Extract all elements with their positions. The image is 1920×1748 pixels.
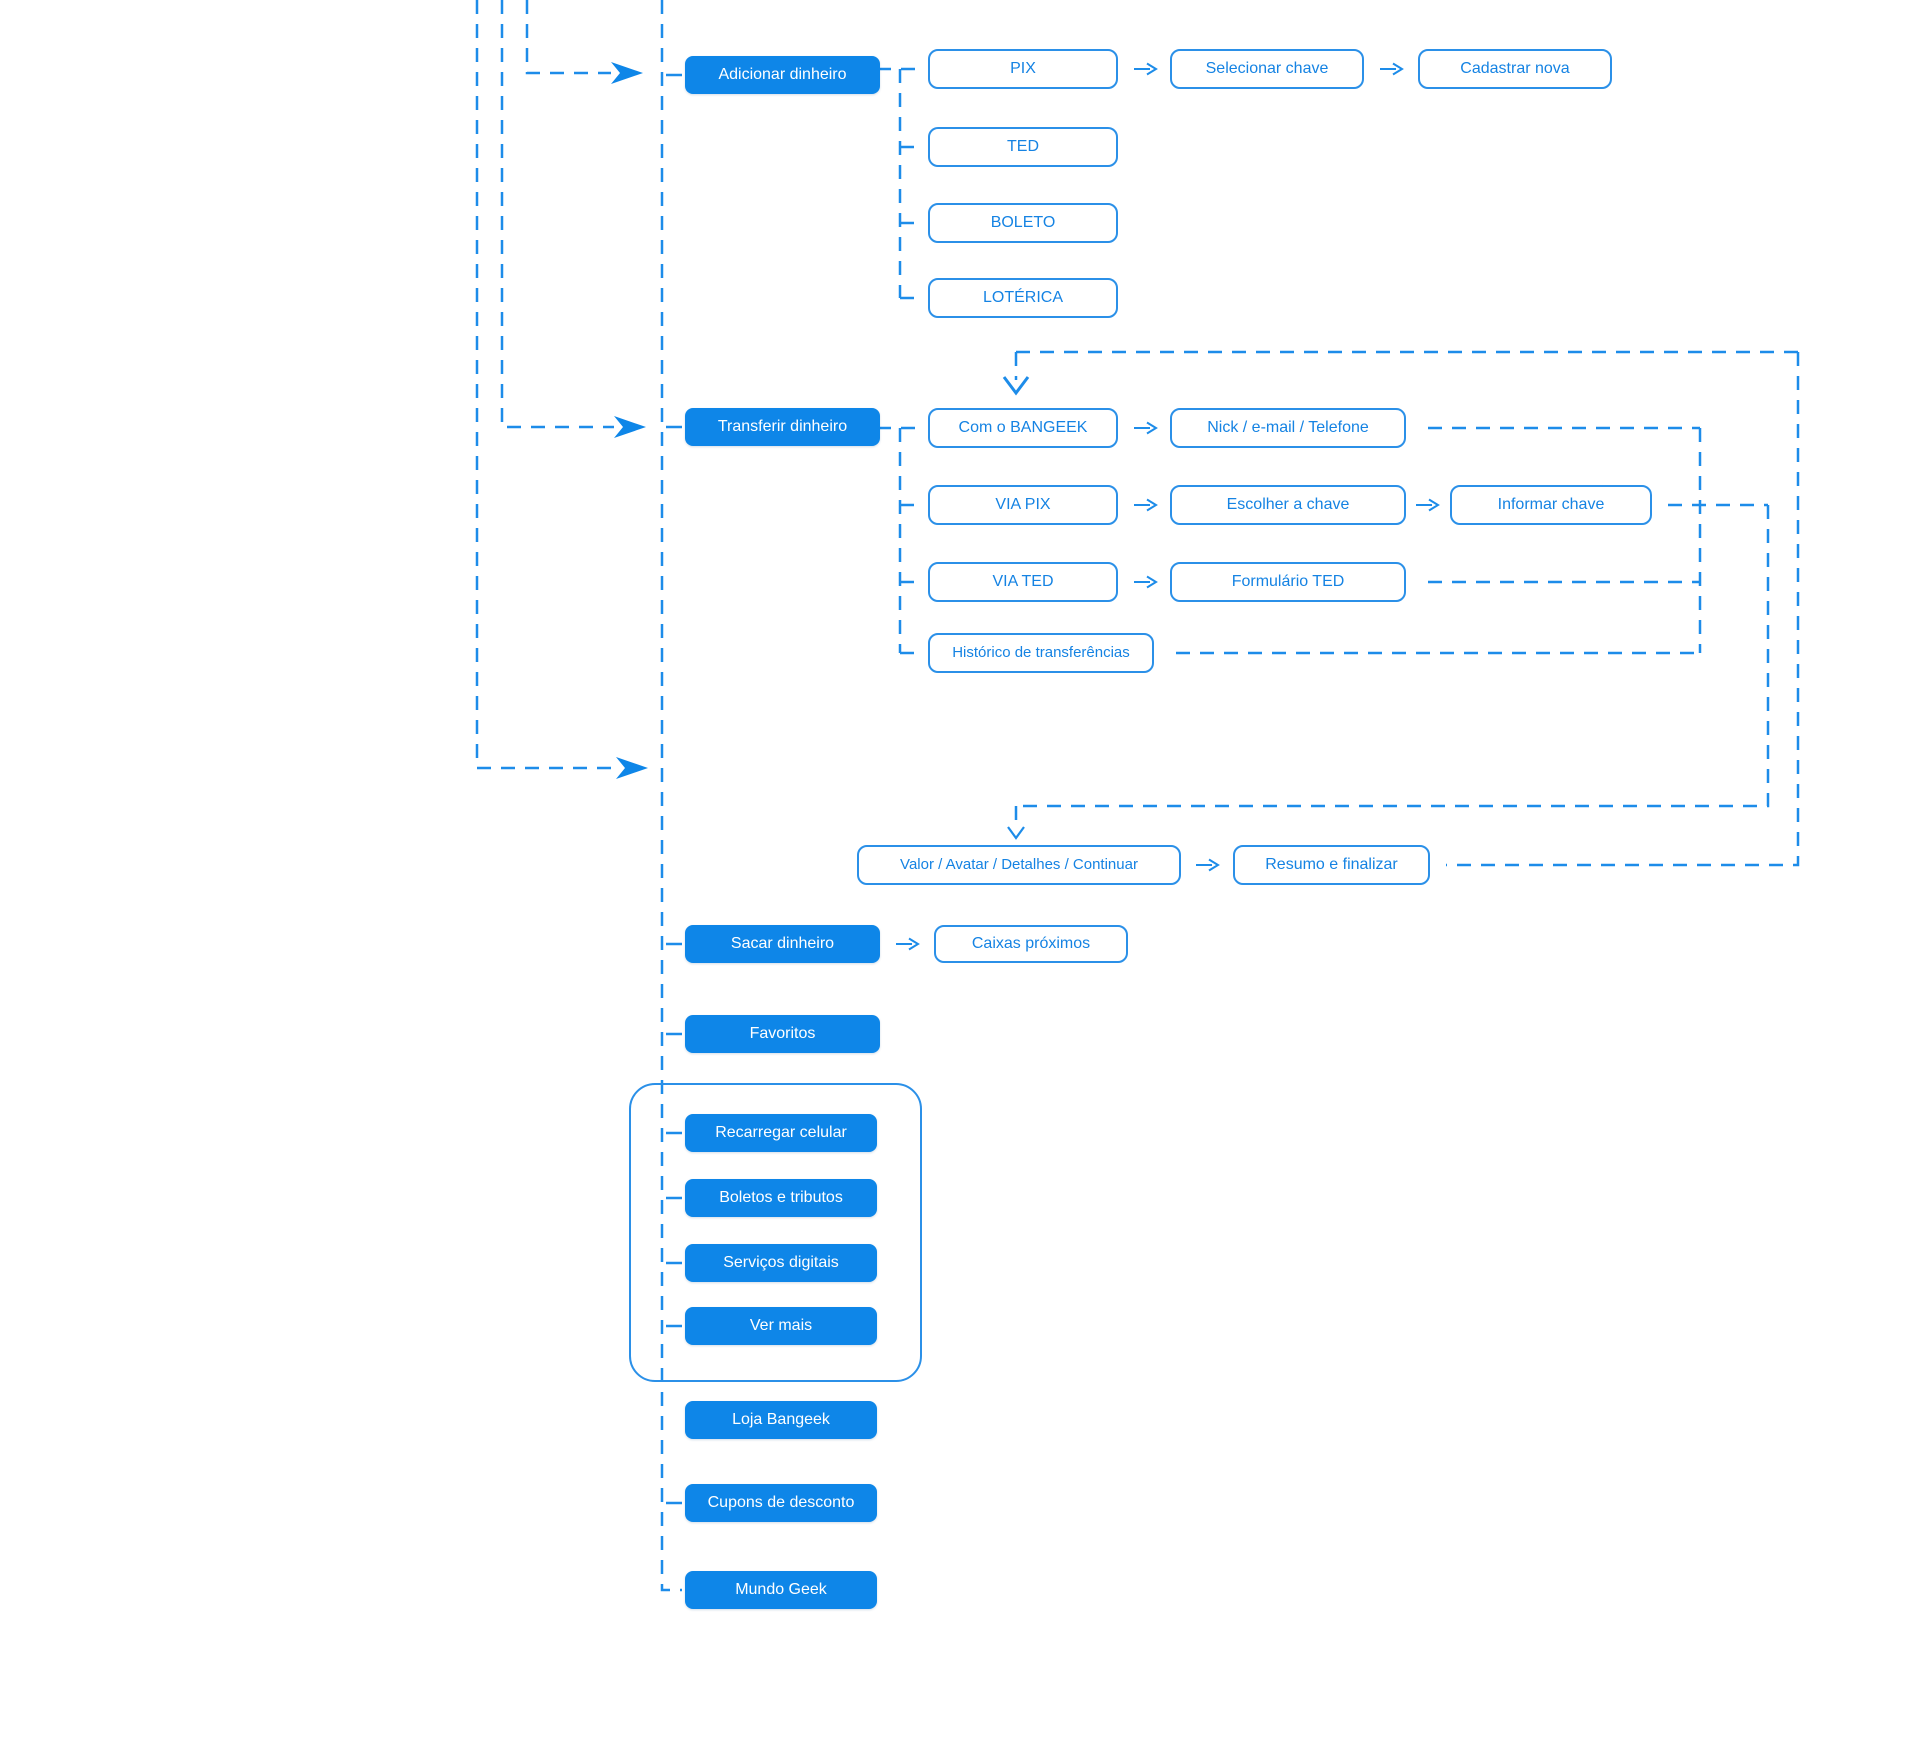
flow-arrow-icon: [1196, 858, 1220, 872]
node-loja-bangeek: Loja Bangeek: [685, 1401, 877, 1439]
node-loterica: LOTÉRICA: [928, 278, 1118, 318]
node-ted: TED: [928, 127, 1118, 167]
node-valor-avatar-detalhes-continuar: Valor / Avatar / Detalhes / Continuar: [857, 845, 1181, 885]
node-pix: PIX: [928, 49, 1118, 89]
incoming-line-1: [525, 0, 611, 75]
node-via-pix: VIA PIX: [928, 485, 1118, 525]
node-via-ted: VIA TED: [928, 562, 1118, 602]
node-resumo-e-finalizar: Resumo e finalizar: [1233, 845, 1430, 885]
node-caixas-proximos: Caixas próximos: [934, 925, 1128, 963]
arrowhead-icon: [614, 416, 646, 438]
node-adicionar-dinheiro: Adicionar dinheiro: [685, 56, 880, 94]
node-com-o-bangeek: Com o BANGEEK: [928, 408, 1118, 448]
node-boleto: BOLETO: [928, 203, 1118, 243]
node-favoritos: Favoritos: [685, 1015, 880, 1053]
down-arrow-icon: [1007, 826, 1025, 840]
incoming-line-3: [475, 0, 616, 770]
arrowhead-icon: [616, 757, 648, 779]
node-sacar-dinheiro: Sacar dinheiro: [685, 925, 880, 963]
node-nick-email-telefone: Nick / e-mail / Telefone: [1170, 408, 1406, 448]
node-servicos-digitais: Serviços digitais: [685, 1244, 877, 1282]
node-escolher-a-chave: Escolher a chave: [1170, 485, 1406, 525]
flow-arrow-icon: [1416, 498, 1440, 512]
to-valor-line: [1016, 505, 1770, 808]
services-group-outline: [629, 1083, 922, 1382]
node-informar-chave: Informar chave: [1450, 485, 1652, 525]
node-recarregar-celular: Recarregar celular: [685, 1114, 877, 1152]
flow-arrow-icon: [1134, 498, 1158, 512]
incoming-line-2: [500, 0, 614, 429]
flow-arrow-icon: [1134, 421, 1158, 435]
arrowhead-icon: [611, 62, 643, 84]
main-spine-line: [660, 0, 682, 1592]
node-mundo-geek: Mundo Geek: [685, 1571, 877, 1609]
flow-arrow-icon: [1134, 62, 1158, 76]
flow-arrow-icon: [1134, 575, 1158, 589]
node-cupons-de-desconto: Cupons de desconto: [685, 1484, 877, 1522]
node-cadastrar-nova: Cadastrar nova: [1418, 49, 1612, 89]
flow-arrow-icon: [896, 937, 920, 951]
node-formulario-ted: Formulário TED: [1170, 562, 1406, 602]
node-selecionar-chave: Selecionar chave: [1170, 49, 1364, 89]
node-boletos-e-tributos: Boletos e tributos: [685, 1179, 877, 1217]
down-arrow-icon: [1002, 376, 1030, 396]
node-historico-de-transferencias: Histórico de transferências: [928, 633, 1154, 673]
node-ver-mais: Ver mais: [685, 1307, 877, 1345]
flow-arrow-icon: [1380, 62, 1404, 76]
node-transferir-dinheiro: Transferir dinheiro: [685, 408, 880, 446]
loopback-right-line: [1446, 352, 1800, 867]
